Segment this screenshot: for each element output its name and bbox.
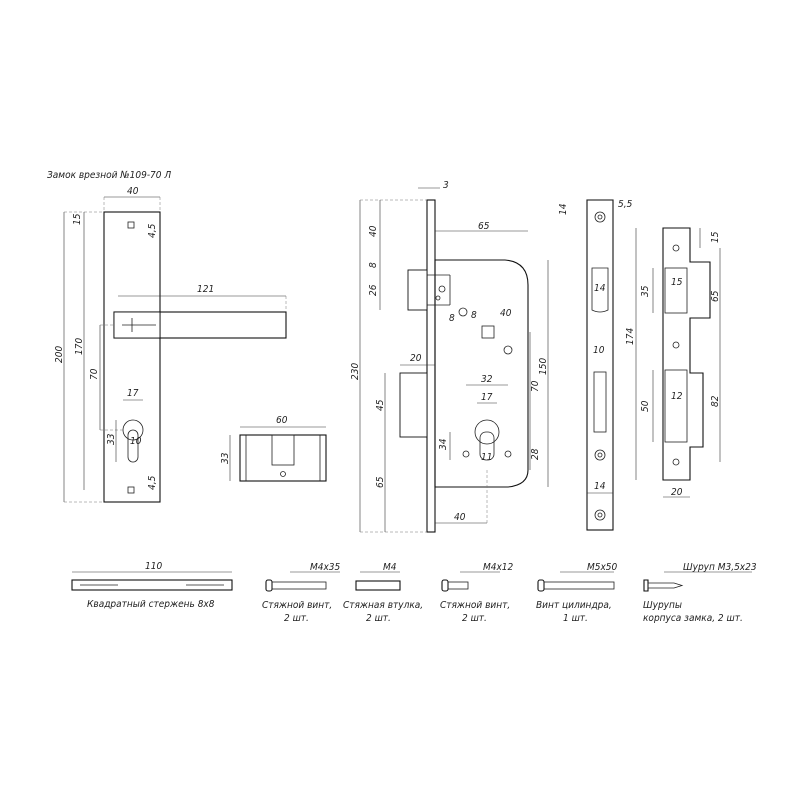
top-to-latch-label: 40 [368, 225, 379, 237]
accessory-screw-m5x50: М5х50 Винт цилиндра, 1 шт. [536, 562, 618, 624]
accessory-3-spec: М4х12 [483, 562, 514, 573]
strike-total-height-label: 174 [625, 328, 636, 345]
strike-bolt-width-label: 12 [671, 391, 683, 402]
case-width-label: 65 [478, 221, 490, 232]
cylinder-height-label: 33 [220, 452, 231, 464]
cyl-key-label: 11 [481, 452, 492, 463]
accessory-screw-m4x12: М4х12 Стяжной винт, 2 шт. [440, 562, 514, 624]
bolt-slot-label: 10 [593, 345, 605, 356]
accessories-row: 110 Квадратный стержень 8х8 М4х35 Стяжно… [71, 561, 757, 624]
strike-bolt-height-label: 50 [640, 400, 651, 412]
cyl-bottom-label: 28 [530, 448, 541, 460]
strike-top-offset-label: 15 [710, 231, 721, 243]
handle-height-label: 200 [54, 346, 65, 363]
faceplate-bottom-width-label: 14 [594, 481, 606, 492]
cylinder-length-label: 60 [276, 415, 288, 426]
faceplate-top-width-label: 14 [558, 203, 569, 215]
total-height-label: 230 [350, 363, 361, 380]
body-height-label: 150 [538, 358, 549, 375]
lever-to-key-label: 170 [74, 338, 85, 355]
handle-width-label: 40 [127, 186, 139, 197]
strike-plate-view: 15 35 15 65 174 50 12 82 20 [625, 227, 721, 498]
cyl-spacing-label: 32 [481, 374, 493, 385]
faceplate-thickness-label: 3 [443, 180, 449, 191]
hole-top-label: 4,5 [147, 223, 158, 238]
latch-width-label: 14 [594, 283, 606, 294]
accessory-screw-m4x35: М4х35 Стяжной винт, 2 шт. [262, 562, 341, 624]
accessory-1-caption-1: Стяжной винт, [262, 600, 332, 611]
accessory-4-caption-1: Винт цилиндра, [536, 600, 612, 611]
latch-height-label: 26 [368, 284, 379, 296]
spindle-hole-1-label: 8 [449, 313, 455, 324]
accessory-wood-screw: Шуруп М3,5х23 Шурупы корпуса замка, 2 шт… [643, 562, 757, 624]
accessory-3-caption-2: 2 шт. [462, 613, 487, 624]
accessory-1-caption-2: 2 шт. [284, 613, 309, 624]
faceplate-front-view: 14 5,5 14 10 14 [558, 199, 633, 531]
handle-plate-view: 40 121 200 15 170 70 17 33 10 4,5 4,5 [54, 186, 287, 503]
accessory-square-rod: 110 Квадратный стержень 8х8 [71, 561, 233, 610]
handle-top-offset-label: 15 [72, 213, 83, 225]
accessory-0-spec: 110 [145, 561, 162, 572]
hole-bottom-label: 4,5 [147, 475, 158, 490]
key-width-label: 17 [127, 388, 139, 399]
cyl-h-offset-label: 34 [438, 438, 449, 450]
lock-body-view: 65 3 230 40 8 26 8 8 40 20 45 65 32 17 1… [350, 180, 549, 533]
backset-label: 40 [454, 512, 466, 523]
key-slot-label: 10 [130, 436, 142, 447]
key-height-label: 33 [106, 433, 117, 445]
accessory-4-spec: М5х50 [587, 562, 618, 573]
accessory-4-caption-2: 1 шт. [563, 613, 588, 624]
accessory-5-caption-2: корпуса замка, 2 шт. [643, 613, 743, 624]
accessory-5-caption-1: Шурупы [643, 600, 682, 611]
accessory-2-caption-2: 2 шт. [366, 613, 391, 624]
accessory-sleeve-m4: М4 Стяжная втулка, 2 шт. [343, 562, 423, 624]
cyl-width-label: 17 [481, 392, 493, 403]
strike-latch-height-label: 35 [640, 285, 651, 297]
bolt-height-label: 45 [375, 399, 386, 411]
bottom-offset-label: 65 [375, 476, 386, 488]
drawing-title: Замок врезной №109-70 Л [47, 170, 171, 181]
strike-bolt-span-label: 82 [710, 395, 721, 407]
accessory-5-spec: Шуруп М3,5х23 [683, 562, 757, 573]
strike-width-label: 20 [671, 487, 683, 498]
accessory-3-caption-1: Стяжной винт, [440, 600, 510, 611]
latch-gap-label: 8 [368, 262, 379, 268]
spindle-radius-label: 40 [500, 308, 512, 319]
centre-distance-label: 70 [530, 380, 541, 392]
cylinder-view: 60 33 [220, 415, 327, 482]
strike-latch-width-label: 15 [671, 277, 683, 288]
strike-latch-span-label: 65 [710, 290, 721, 302]
accessory-1-spec: М4х35 [310, 562, 341, 573]
lever-offset-label: 70 [89, 368, 100, 380]
lever-length-label: 121 [197, 284, 214, 295]
screw-dia-label: 5,5 [618, 199, 633, 210]
spindle-hole-2-label: 8 [471, 310, 477, 321]
bolt-width-label: 20 [410, 353, 422, 364]
accessory-2-spec: М4 [383, 562, 397, 573]
accessory-0-caption: Квадратный стержень 8х8 [87, 599, 215, 610]
accessory-2-caption-1: Стяжная втулка, [343, 600, 423, 611]
